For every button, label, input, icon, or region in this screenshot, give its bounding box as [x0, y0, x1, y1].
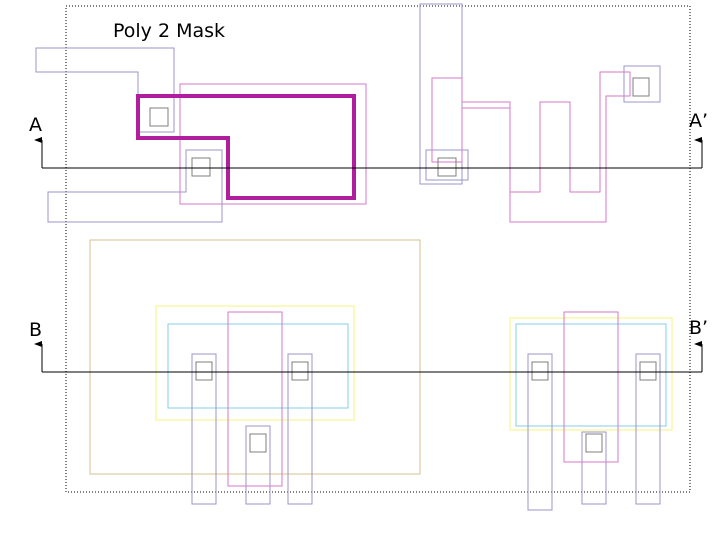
metal-strip-b4 [527, 353, 553, 511]
cut-line-a [34, 137, 703, 169]
active-region-left [167, 323, 349, 409]
contact [531, 361, 549, 381]
poly2-shape [136, 94, 356, 200]
die-boundary [65, 5, 691, 493]
metal-strip-b5 [635, 353, 661, 505]
contact [632, 77, 650, 97]
cut-label-b-left: B [29, 319, 43, 341]
select-region-left [155, 305, 355, 421]
poly-outline-top-left [179, 83, 367, 205]
metal-strip-b3 [245, 425, 271, 505]
contact [291, 361, 309, 381]
poly-gate-right [563, 311, 619, 463]
contact [249, 433, 267, 453]
cut-label-b-right: B’ [689, 317, 709, 339]
poly-gate-left [227, 311, 283, 487]
cut-line-b [34, 341, 703, 373]
contact [191, 157, 211, 177]
contacts [149, 77, 657, 453]
nwell-region [89, 239, 421, 475]
contact [149, 107, 169, 127]
poly-serpentine [431, 71, 631, 223]
cut-label-a-left: A [29, 114, 42, 136]
select-region-right [509, 317, 673, 431]
contact [437, 157, 457, 177]
contact [585, 433, 603, 453]
metal-trace-mid-left [47, 149, 223, 223]
metal-strip-b6 [581, 431, 607, 505]
metal-pad-right-top [623, 65, 661, 103]
metal-via-pad [425, 149, 469, 181]
cut-label-a-right: A’ [689, 110, 709, 132]
metal-strip-b1 [191, 353, 217, 505]
metal-trace-top-left [35, 47, 175, 133]
contact [195, 361, 213, 381]
metal-strip-b2 [287, 353, 313, 505]
contact [639, 361, 657, 381]
active-region-right [515, 323, 667, 427]
mask-title: Poly 2 Mask [113, 20, 226, 42]
